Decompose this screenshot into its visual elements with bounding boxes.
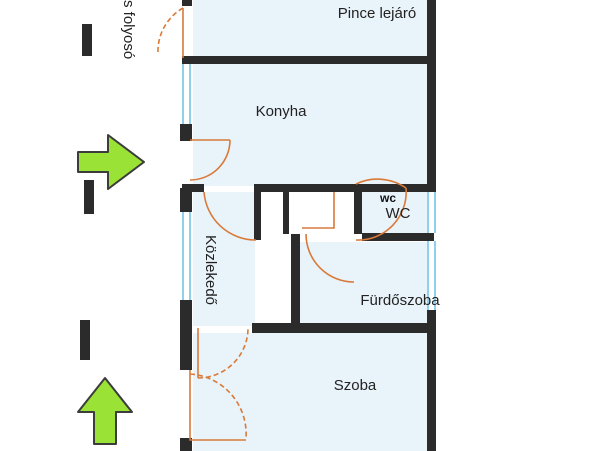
door-wc-leaf (302, 192, 335, 229)
wall-pince-bottom (182, 56, 436, 64)
wall-left-stub-1 (182, 0, 192, 6)
room-label-pince: Pince lejáró (338, 5, 416, 22)
wall-entrance-marker-2 (84, 180, 94, 214)
room-pince-fill (193, 0, 427, 57)
wall-left-stub-3 (180, 188, 192, 212)
wall-konyha-bottom-b (254, 184, 436, 192)
room-kozlekedo-fill (193, 192, 255, 326)
door-furdo-arc (305, 233, 355, 283)
room-fills (193, 0, 427, 451)
wall-szoba-top (252, 323, 436, 333)
wall-kozlekedo-right (254, 184, 261, 240)
label-folyoso: s folyosó (120, 0, 137, 59)
wall-left-stub-5 (180, 324, 192, 370)
room-furdoszoba-fill (300, 242, 427, 323)
wall-wc-partition (354, 184, 362, 234)
door-konyha-arc (189, 139, 231, 181)
room-label-furdoszoba: Fürdőszoba (360, 292, 440, 309)
room-labels: Pince lejáró Konyha Közlekedő wc WC Fürd… (120, 0, 440, 394)
door-entry-leaf (189, 370, 246, 441)
entrance-arrows (77, 134, 145, 445)
room-label-kozlekedo: Közlekedő (202, 235, 219, 305)
wall-left-stub-2 (180, 124, 192, 141)
wall-wc-left (283, 184, 289, 234)
entrance-arrow-icon (77, 377, 133, 445)
room-wc-fill (362, 192, 427, 234)
room-szoba-fill (193, 333, 427, 451)
door-wc2-arc (355, 187, 407, 241)
room-label-wc-small: wc (379, 191, 396, 205)
wall-right-lower (427, 310, 436, 451)
room-label-szoba: Szoba (334, 377, 377, 394)
walls (80, 0, 436, 451)
wall-konyha-bottom-a (182, 184, 204, 192)
doors (157, 7, 407, 441)
room-konyha-fill (193, 64, 427, 186)
door-folyoso-arc (157, 7, 184, 55)
windows (182, 64, 436, 310)
room-label-wc: WC (386, 205, 411, 222)
wall-wc-bottom (362, 233, 434, 241)
door-wc2-leaf (355, 178, 407, 189)
wall-entrance-marker-3 (80, 320, 90, 360)
wall-right-upper (427, 0, 436, 60)
wall-left-stub-6 (180, 438, 192, 451)
wall-entrance-marker-1 (82, 24, 92, 56)
wall-furdo-left (291, 234, 300, 326)
wall-right-middle (427, 60, 436, 189)
room-label-konyha: Konyha (256, 103, 308, 120)
wall-left-stub-4 (180, 300, 192, 324)
door-kozlekedo-leaf (203, 191, 257, 241)
door-entry-arc (189, 373, 247, 439)
entrance-arrow-icon (77, 134, 145, 190)
